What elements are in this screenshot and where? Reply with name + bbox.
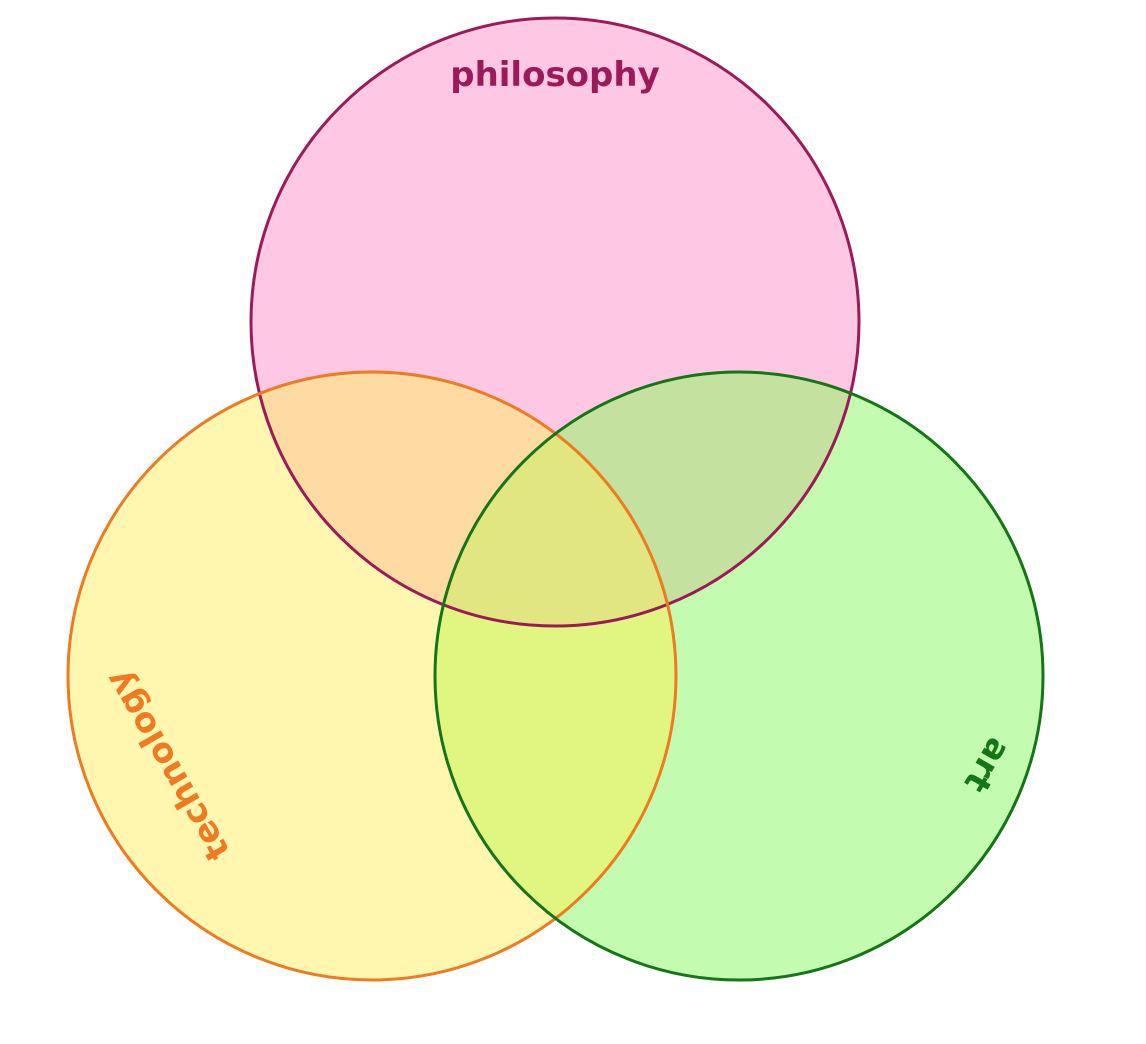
art-outline (433, 370, 1045, 982)
circle-outlines (66, 16, 1045, 982)
technology-outline (66, 370, 678, 982)
overlap-center (435, 372, 676, 626)
philosophy-outline (249, 16, 861, 628)
philosophy-label: philosophy (450, 55, 660, 95)
overlap-regions (251, 372, 859, 980)
